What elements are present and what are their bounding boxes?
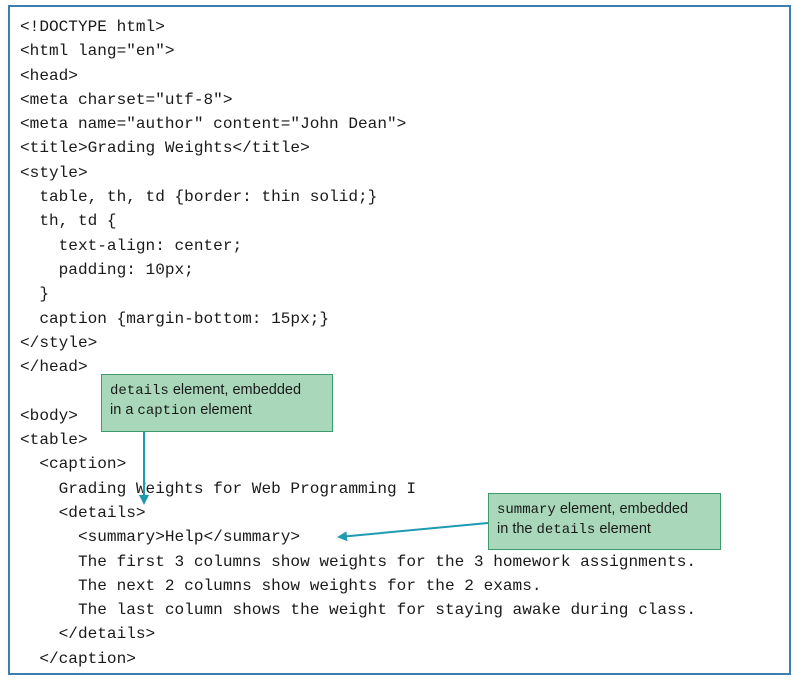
details-callout-code: details bbox=[110, 383, 169, 399]
details-callout: details element, embedded in a caption e… bbox=[101, 374, 333, 432]
code-line: </details> bbox=[20, 625, 156, 644]
summary-callout-text: element, embedded bbox=[555, 501, 689, 517]
code-line: padding: 10px; bbox=[20, 260, 194, 279]
code-line: table, th, td {border: thin solid;} bbox=[20, 188, 378, 207]
code-line: The next 2 columns show weights for the … bbox=[20, 576, 542, 595]
details-callout-line-2: in a caption element bbox=[110, 401, 324, 421]
summary-callout-line-1: summary element, embedded bbox=[497, 500, 712, 520]
summary-callout-text: element bbox=[595, 521, 651, 537]
code-line: th, td { bbox=[20, 212, 117, 231]
code-line: </caption> bbox=[20, 649, 136, 668]
code-line: The first 3 columns show weights for the… bbox=[20, 552, 697, 571]
summary-callout-arrow bbox=[337, 522, 489, 542]
summary-callout-code: details bbox=[536, 522, 596, 538]
details-callout-text: in a bbox=[110, 402, 138, 418]
code-line: } bbox=[20, 285, 49, 304]
details-callout-text: element, embedded bbox=[168, 382, 302, 398]
code-line: <body> bbox=[20, 406, 78, 425]
code-line: <caption> bbox=[20, 455, 127, 474]
details-callout-code: caption bbox=[137, 403, 197, 419]
summary-callout: summary element, embedded in the details… bbox=[488, 493, 721, 550]
code-line: caption {margin-bottom: 15px;} bbox=[20, 309, 330, 328]
code-line: <html lang="en"> bbox=[20, 42, 175, 61]
code-line: text-align: center; bbox=[20, 236, 243, 255]
code-line: </head> bbox=[20, 358, 88, 377]
code-line: <style> bbox=[20, 163, 88, 182]
code-line: <!DOCTYPE html> bbox=[20, 18, 165, 36]
summary-callout-text: in the bbox=[497, 521, 537, 537]
details-callout-text: element bbox=[196, 402, 252, 418]
code-line: <meta name="author" content="John Dean"> bbox=[20, 115, 407, 134]
code-line: <title>Grading Weights</title> bbox=[20, 139, 310, 158]
code-line: <summary>Help</summary> bbox=[20, 528, 301, 547]
summary-callout-line-2: in the details element bbox=[497, 520, 712, 540]
code-listing-frame: <!DOCTYPE html> <html lang="en"> <head> <me… bbox=[8, 5, 791, 675]
code-listing: <!DOCTYPE html> <html lang="en"> <head> <me… bbox=[20, 15, 696, 671]
code-line: <meta charset="utf-8"> bbox=[20, 90, 233, 109]
code-line: Grading Weights for Web Programming I bbox=[20, 479, 416, 498]
code-line: </style> bbox=[20, 333, 98, 352]
summary-callout-code: summary bbox=[497, 502, 556, 518]
code-line: The last column shows the weight for sta… bbox=[20, 601, 697, 620]
code-line: <head> bbox=[20, 66, 78, 85]
details-callout-line-1: details element, embedded bbox=[110, 381, 324, 401]
code-line: <details> bbox=[20, 503, 146, 522]
code-line: <table> bbox=[20, 431, 88, 450]
